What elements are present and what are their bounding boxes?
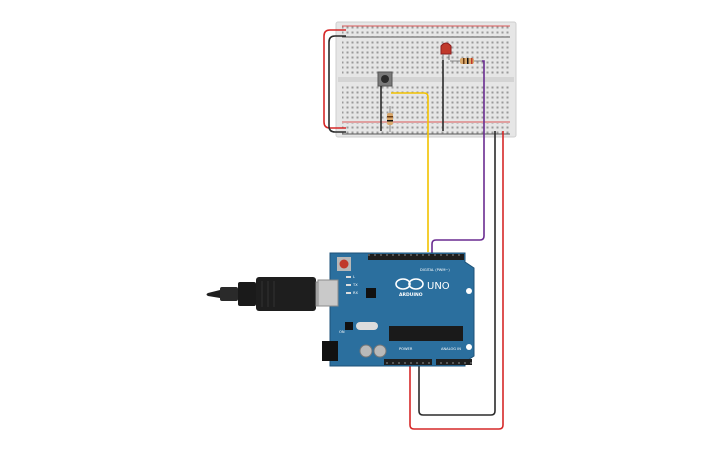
arduino-logo-icon <box>395 278 424 290</box>
wire-black-rail-left[interactable] <box>328 35 346 133</box>
pushbutton-icon[interactable] <box>381 75 389 83</box>
bottom-power-rail[interactable] <box>342 123 510 134</box>
lower-terminal-strip[interactable] <box>342 84 510 119</box>
board-model: UNO <box>427 281 450 292</box>
pushbutton[interactable] <box>377 71 393 87</box>
rx-label: RX <box>353 291 358 295</box>
digital-label: DIGITAL (PWM~) <box>420 268 450 272</box>
resistor-icon <box>387 113 393 125</box>
led[interactable] <box>440 42 452 60</box>
board-logo-text: ARDUINO <box>399 292 423 298</box>
power-jack <box>322 341 338 361</box>
digital-header[interactable] <box>368 254 464 260</box>
wire-black-gnd[interactable] <box>418 131 496 416</box>
usb-port <box>317 279 339 307</box>
analog-label: ANALOG IN <box>441 347 461 351</box>
analog-header[interactable] <box>436 359 472 365</box>
wire-yellow-signal[interactable] <box>391 92 429 252</box>
arduino-uno-board[interactable]: UNO ARDUINO DIGITAL (PWM~) POWER ANALOG … <box>317 252 475 367</box>
wire-purple-signal[interactable] <box>431 60 485 254</box>
wire-red-rail-left[interactable] <box>323 29 346 129</box>
upper-terminal-strip[interactable] <box>342 40 510 75</box>
wire-red-5v[interactable] <box>409 131 504 430</box>
microcontroller-chip <box>389 326 463 341</box>
l-label: L <box>353 275 355 279</box>
usb-cable-icon[interactable] <box>206 277 331 311</box>
power-header[interactable] <box>384 359 432 365</box>
resistor-button[interactable] <box>387 106 393 132</box>
breadboard[interactable] <box>335 21 517 138</box>
resistor-led[interactable] <box>450 58 483 64</box>
power-label: POWER <box>399 347 413 351</box>
tx-label: TX <box>352 283 358 287</box>
on-label: ON <box>339 330 345 334</box>
top-power-rail[interactable] <box>342 25 510 37</box>
led-icon[interactable] <box>440 42 452 55</box>
